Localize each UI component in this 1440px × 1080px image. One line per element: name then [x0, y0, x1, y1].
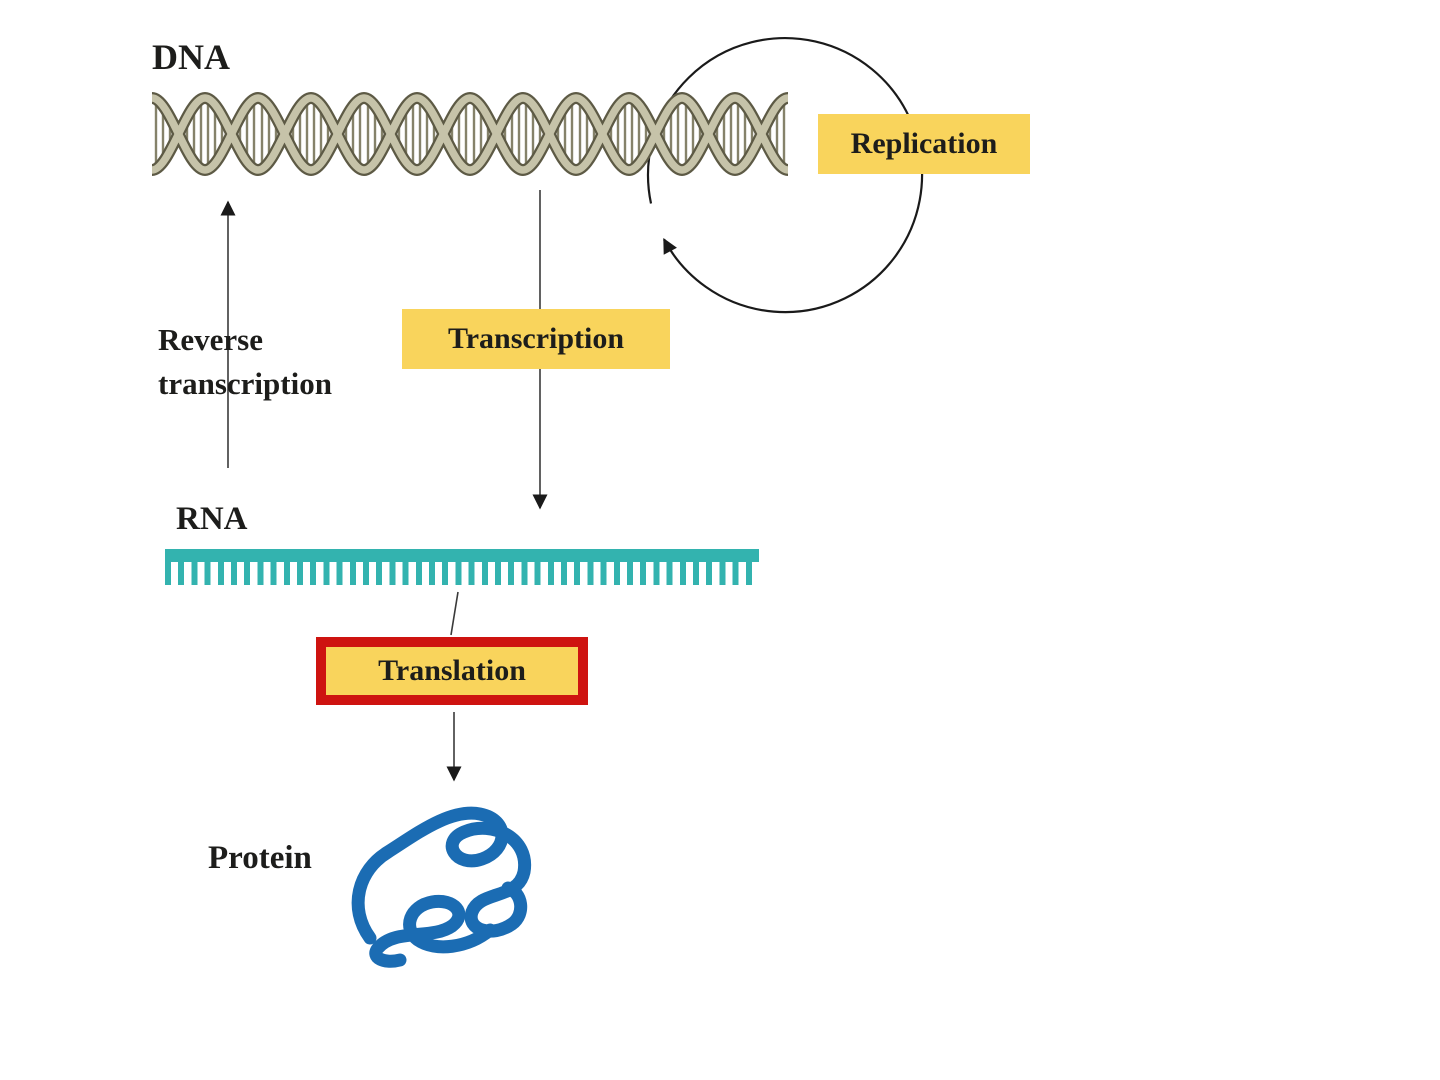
protein-label: Protein	[208, 840, 312, 876]
dna-helix-illustration	[152, 84, 792, 184]
translation-box-selected[interactable]: Translation	[316, 637, 588, 705]
reverse-transcription-label: Reverse transcription	[158, 322, 332, 402]
rna-strand-illustration	[165, 549, 759, 585]
dna-label: DNA	[152, 37, 230, 77]
rna-label: RNA	[176, 501, 248, 537]
protein-illustration	[351, 806, 532, 968]
rna-teeth	[165, 562, 759, 585]
rna-backbone	[165, 549, 759, 562]
transcription-box[interactable]: Transcription	[402, 309, 670, 369]
rna-to-translation-line	[450, 591, 459, 636]
replication-box[interactable]: Replication	[818, 114, 1030, 174]
